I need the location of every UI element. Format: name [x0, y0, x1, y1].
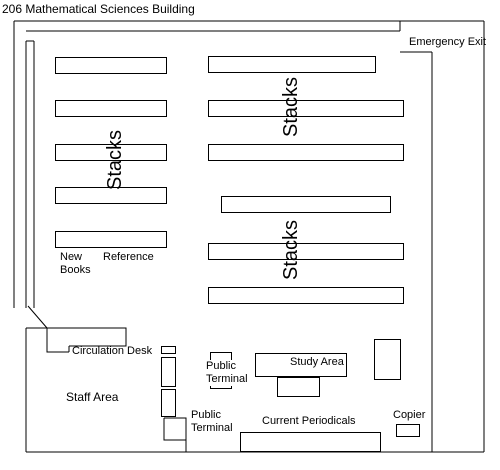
new-books-label-line2: Books: [60, 264, 91, 276]
shelf: [55, 100, 167, 117]
shelf: [208, 243, 404, 260]
public-terminal-lower-line2: Terminal: [191, 422, 233, 434]
entrance-door: [27, 305, 48, 329]
shelf: [55, 57, 167, 74]
study-table: [255, 353, 347, 377]
study-area-label: Study Area: [290, 356, 344, 368]
shelf: [208, 100, 404, 117]
cabinet: [161, 389, 176, 417]
shelf: [55, 231, 167, 248]
cabinet: [161, 357, 176, 387]
circulation-desk-label: Circulation Desk: [72, 345, 153, 357]
public-terminal-upper-line2: Terminal: [206, 373, 248, 386]
cabinet: [161, 346, 176, 354]
copier-label: Copier: [393, 409, 426, 421]
emergency-exit-label: Emergency Exit: [409, 36, 487, 48]
shelf: [221, 196, 391, 213]
shelf: [208, 144, 404, 161]
shelf: [55, 187, 167, 204]
public-terminal-upper-line1: Public: [206, 360, 236, 373]
plan-title: 206 Mathematical Sciences Building: [2, 2, 195, 16]
shelf: [208, 287, 404, 304]
reference-label: Reference: [103, 251, 154, 263]
shelf: [55, 144, 167, 161]
current-periodicals-label: Current Periodicals: [262, 415, 356, 427]
periodicals-shelf: [240, 432, 381, 452]
new-books-label-line1: New: [60, 251, 83, 263]
public-terminal-lower-line1: Public: [191, 409, 221, 421]
study-table: [277, 377, 320, 397]
study-table: [374, 339, 401, 380]
staff-area-label: Staff Area: [66, 390, 119, 404]
shelf: [208, 56, 376, 73]
copier-box: [396, 424, 420, 437]
